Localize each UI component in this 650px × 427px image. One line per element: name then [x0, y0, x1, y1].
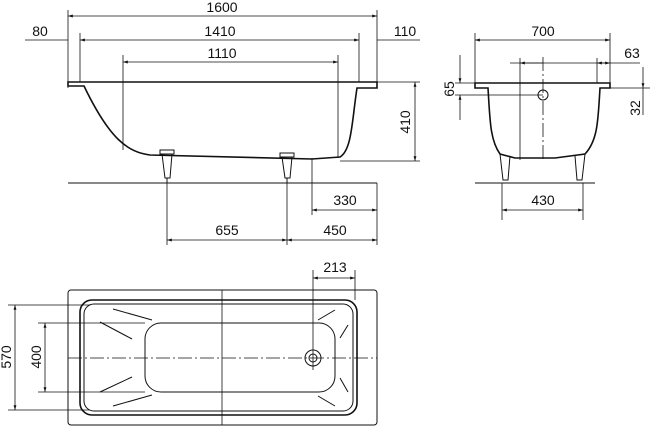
label-1110: 1110: [207, 45, 236, 61]
label-1600: 1600: [206, 0, 237, 15]
label-1410: 1410: [204, 23, 235, 39]
tub-end-outline: [474, 82, 611, 159]
leg-left: [159, 149, 175, 183]
label-570: 570: [0, 345, 14, 369]
side-view: 1600 1410 80 110 1110 410 330 655 450: [25, 0, 420, 245]
label-655: 655: [215, 222, 239, 238]
label-410: 410: [397, 110, 413, 134]
label-330: 330: [333, 192, 357, 208]
end-view: 700 63 65 32 430: [441, 23, 650, 220]
label-65: 65: [441, 81, 457, 97]
label-80: 80: [32, 23, 48, 39]
plan-view: 213 570 400: [0, 259, 378, 426]
label-450: 450: [323, 222, 347, 238]
label-63: 63: [624, 45, 640, 61]
label-400: 400: [28, 345, 44, 369]
label-110: 110: [394, 23, 417, 39]
label-213: 213: [323, 259, 347, 275]
leg-right: [279, 152, 295, 183]
tub-side-outline: [67, 81, 378, 160]
label-430: 430: [531, 192, 555, 208]
label-700: 700: [531, 23, 555, 39]
label-32: 32: [627, 100, 643, 116]
